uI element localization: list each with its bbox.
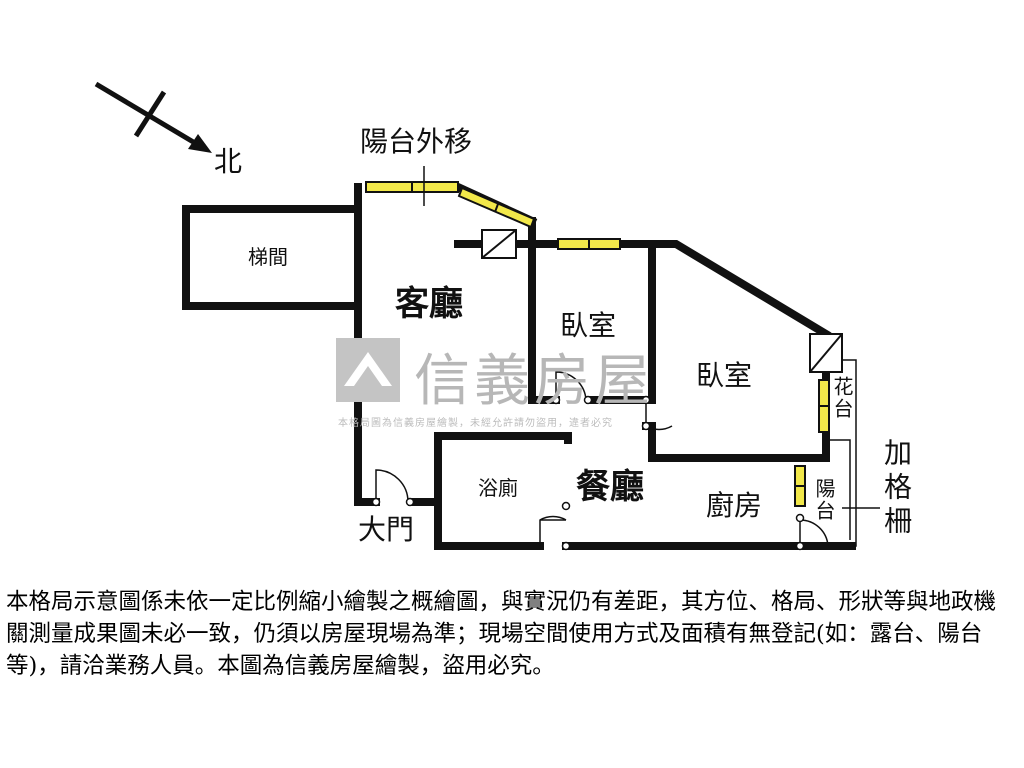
room-label-flower-bed: 花台 — [830, 376, 854, 420]
room-label-living-room: 客廳 — [395, 284, 463, 324]
main-door-label: 大門 — [358, 513, 415, 546]
room-label-dining-room: 餐廳 — [576, 467, 644, 507]
watermark-brand: 信義房屋 — [414, 349, 654, 414]
added-grille-label: 加格柵 — [880, 438, 913, 540]
compass-north-label: 北 — [214, 145, 243, 178]
windows — [365, 166, 830, 507]
doors — [371, 371, 829, 551]
room-label-stairwell: 梯間 — [248, 245, 288, 269]
room-label-bathroom: 浴廁 — [478, 476, 518, 500]
brand-logo-icon — [336, 338, 400, 402]
watermark-subtext: 本格局圖為信義房屋繪製，未經允許請勿盜用，違者必究 — [338, 418, 613, 429]
balcony-outline — [830, 359, 880, 547]
room-label-kitchen: 廚房 — [706, 489, 763, 522]
room-label-balcony: 陽台 — [812, 478, 836, 522]
ac-unit-icon — [481, 229, 843, 373]
floor-plan — [94, 81, 880, 551]
room-label-bedroom-1: 臥室 — [560, 309, 617, 342]
room-label-bedroom-2: 臥室 — [696, 359, 753, 392]
north-arrow-icon — [94, 81, 212, 153]
balcony-moved-label: 陽台外移 — [360, 125, 473, 158]
disclaimer-text: 本格局示意圖係未依一定比例縮小繪製之概繪圖，與實況仍有差距，其方位、格局、形狀等… — [6, 589, 997, 679]
